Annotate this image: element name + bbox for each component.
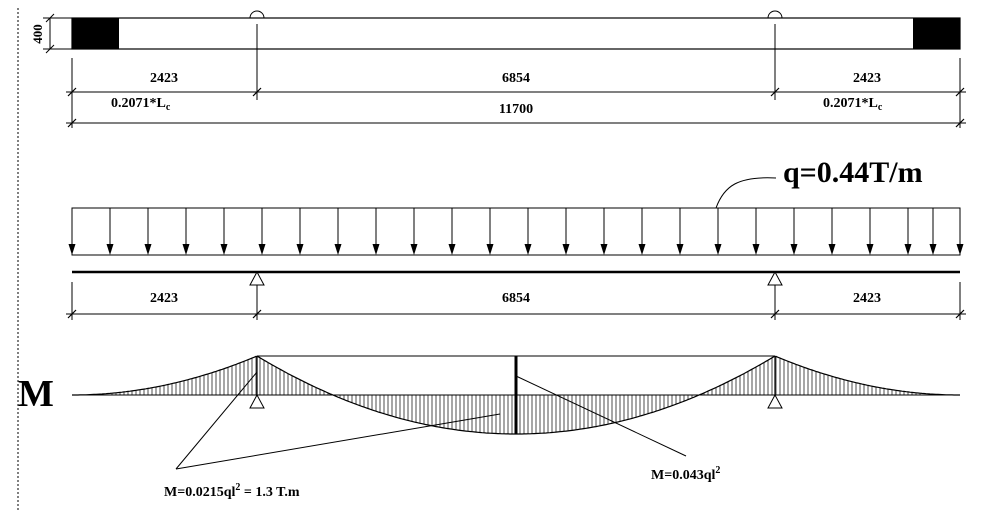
- dim-tick: [955, 87, 965, 97]
- left-pin-support-icon: [249, 393, 265, 409]
- left-column-block: [72, 18, 119, 49]
- height-dim-label: 400: [30, 24, 45, 44]
- load-arrow-head: [448, 244, 456, 255]
- dim-left-ratio: 0.2071*Lc: [111, 96, 171, 113]
- load-arrow-head: [372, 244, 380, 255]
- dim-right-ratio: 0.2071*Lc: [823, 96, 883, 113]
- dim-total: 11700: [499, 102, 533, 117]
- load-arrow-head: [106, 244, 114, 255]
- load-arrow-head: [600, 244, 608, 255]
- load-arrow-head: [334, 244, 342, 255]
- beam-elevation: 400: [30, 10, 961, 54]
- height-dim-tick-top: [45, 13, 55, 23]
- load-label: q=0.44T/m: [783, 156, 923, 189]
- load-arrow-head: [904, 244, 912, 255]
- dim-tick: [770, 309, 780, 319]
- midspan-moment-label: M=0.043ql2: [651, 465, 720, 483]
- right-pin-support-icon: [767, 393, 783, 409]
- load-arrow-head: [220, 244, 228, 255]
- dim-tick: [67, 309, 77, 319]
- load-arrow-head: [296, 244, 304, 255]
- load-arrow-head: [828, 244, 836, 255]
- load-arrow-head: [956, 244, 964, 255]
- support-moment-leader-1: [175, 371, 258, 470]
- load-arrow-head: [714, 244, 722, 255]
- load-arrow-head: [68, 244, 76, 255]
- right-column-block: [913, 18, 960, 49]
- midspan-moment-leader: [515, 375, 687, 457]
- moment-symbol: M: [18, 373, 54, 415]
- load-arrow-head: [486, 244, 494, 255]
- dim-tick: [252, 309, 262, 319]
- load-arrow-head: [638, 244, 646, 255]
- left-pin-support-icon: [249, 270, 265, 286]
- mid-dimensions: 2423 6854 2423: [66, 282, 966, 320]
- load-arrow-head: [562, 244, 570, 255]
- load-arrow-head: [752, 244, 760, 255]
- left-support-marker: [249, 10, 265, 19]
- dim-tick: [67, 87, 77, 97]
- load-arrow-head: [410, 244, 418, 255]
- dim-left-span: 2423: [150, 291, 178, 306]
- top-dimensions: 2423 6854 2423 0.2071*Lc 0.2071*Lc 11700: [66, 24, 966, 128]
- load-arrow-head: [676, 244, 684, 255]
- dim-right-span: 2423: [853, 71, 881, 86]
- right-pin-support-icon: [767, 270, 783, 286]
- right-support-marker: [767, 10, 783, 19]
- dim-left-span: 2423: [150, 71, 178, 86]
- load-label-leader: [715, 177, 777, 209]
- height-dim-tick-bottom: [45, 44, 55, 54]
- support-moment-leader-2: [175, 413, 501, 470]
- load-arrow-head: [929, 244, 937, 255]
- load-arrows: [68, 208, 964, 255]
- dim-right-span: 2423: [853, 291, 881, 306]
- support-moment-label: M=0.0215ql2 = 1.3 T.m: [164, 482, 300, 500]
- dim-tick: [955, 309, 965, 319]
- dim-mid-span: 6854: [502, 291, 530, 306]
- dim-tick: [955, 118, 965, 128]
- dim-mid-span: 6854: [502, 71, 530, 86]
- load-arrow-head: [144, 244, 152, 255]
- beam-model: [72, 270, 960, 286]
- load-arrow-head: [790, 244, 798, 255]
- load-arrow-head: [524, 244, 532, 255]
- distributed-load: q=0.44T/m: [68, 156, 964, 256]
- load-arrow-head: [866, 244, 874, 255]
- beam-outline: [71, 17, 961, 50]
- dim-tick: [770, 87, 780, 97]
- load-arrow-head: [182, 244, 190, 255]
- moment-diagram: M M=0.0215ql2 = 1.3 T.m M=0.043ql2: [18, 355, 960, 500]
- dim-tick: [67, 118, 77, 128]
- load-block: [71, 207, 961, 256]
- dim-tick: [252, 87, 262, 97]
- moment-hatching: [111, 356, 921, 434]
- load-arrow-head: [258, 244, 266, 255]
